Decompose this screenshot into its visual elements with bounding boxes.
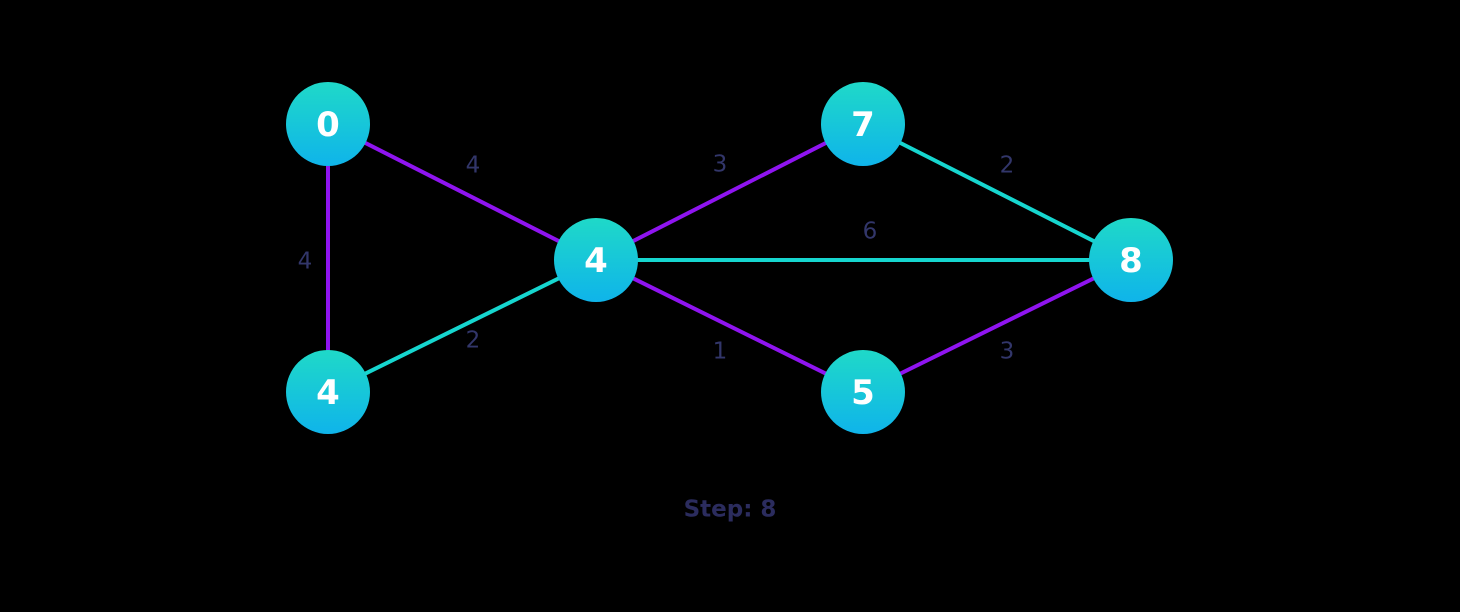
edges-layer (326, 122, 1133, 394)
node-circle[interactable] (821, 350, 905, 434)
graph-edge[interactable] (861, 258, 1133, 394)
graph-node[interactable]: 8 (1089, 218, 1173, 302)
graph-edge[interactable] (861, 122, 1133, 262)
edge-weight-label: 3 (713, 152, 728, 178)
node-circle[interactable] (821, 82, 905, 166)
graph-node[interactable]: 7 (821, 82, 905, 166)
graph-node[interactable]: 5 (821, 350, 905, 434)
step-caption: Step: 8 (684, 497, 777, 523)
graph-edge[interactable] (326, 122, 598, 262)
graph-edge[interactable] (594, 122, 865, 262)
graph-node[interactable]: 4 (554, 218, 638, 302)
node-circle[interactable] (554, 218, 638, 302)
node-label: 4 (584, 241, 608, 281)
node-circle[interactable] (286, 350, 370, 434)
edge-weights-layer: 4 4 2 3 6 1 2 3 (298, 152, 1015, 365)
node-label: 8 (1119, 241, 1143, 281)
edge-weight-label: 2 (1000, 153, 1015, 179)
graph-edge[interactable] (594, 258, 865, 394)
graph-node[interactable]: 4 (286, 350, 370, 434)
edge-weight-label: 4 (466, 153, 481, 179)
node-circle[interactable] (286, 82, 370, 166)
edge-weight-label: 1 (713, 339, 728, 365)
node-label: 0 (316, 105, 340, 145)
node-circle[interactable] (1089, 218, 1173, 302)
node-label: 7 (851, 105, 875, 145)
node-label: 4 (316, 373, 340, 413)
nodes-layer: 0 4 4 7 5 8 (286, 82, 1173, 434)
edge-weight-label: 3 (1000, 339, 1015, 365)
edge-weight-label: 4 (298, 249, 313, 275)
edge-weight-label: 6 (863, 219, 878, 245)
graph-node[interactable]: 0 (286, 82, 370, 166)
edge-weight-label: 2 (466, 328, 481, 354)
node-label: 5 (851, 373, 875, 413)
graph-edge[interactable] (326, 258, 598, 394)
